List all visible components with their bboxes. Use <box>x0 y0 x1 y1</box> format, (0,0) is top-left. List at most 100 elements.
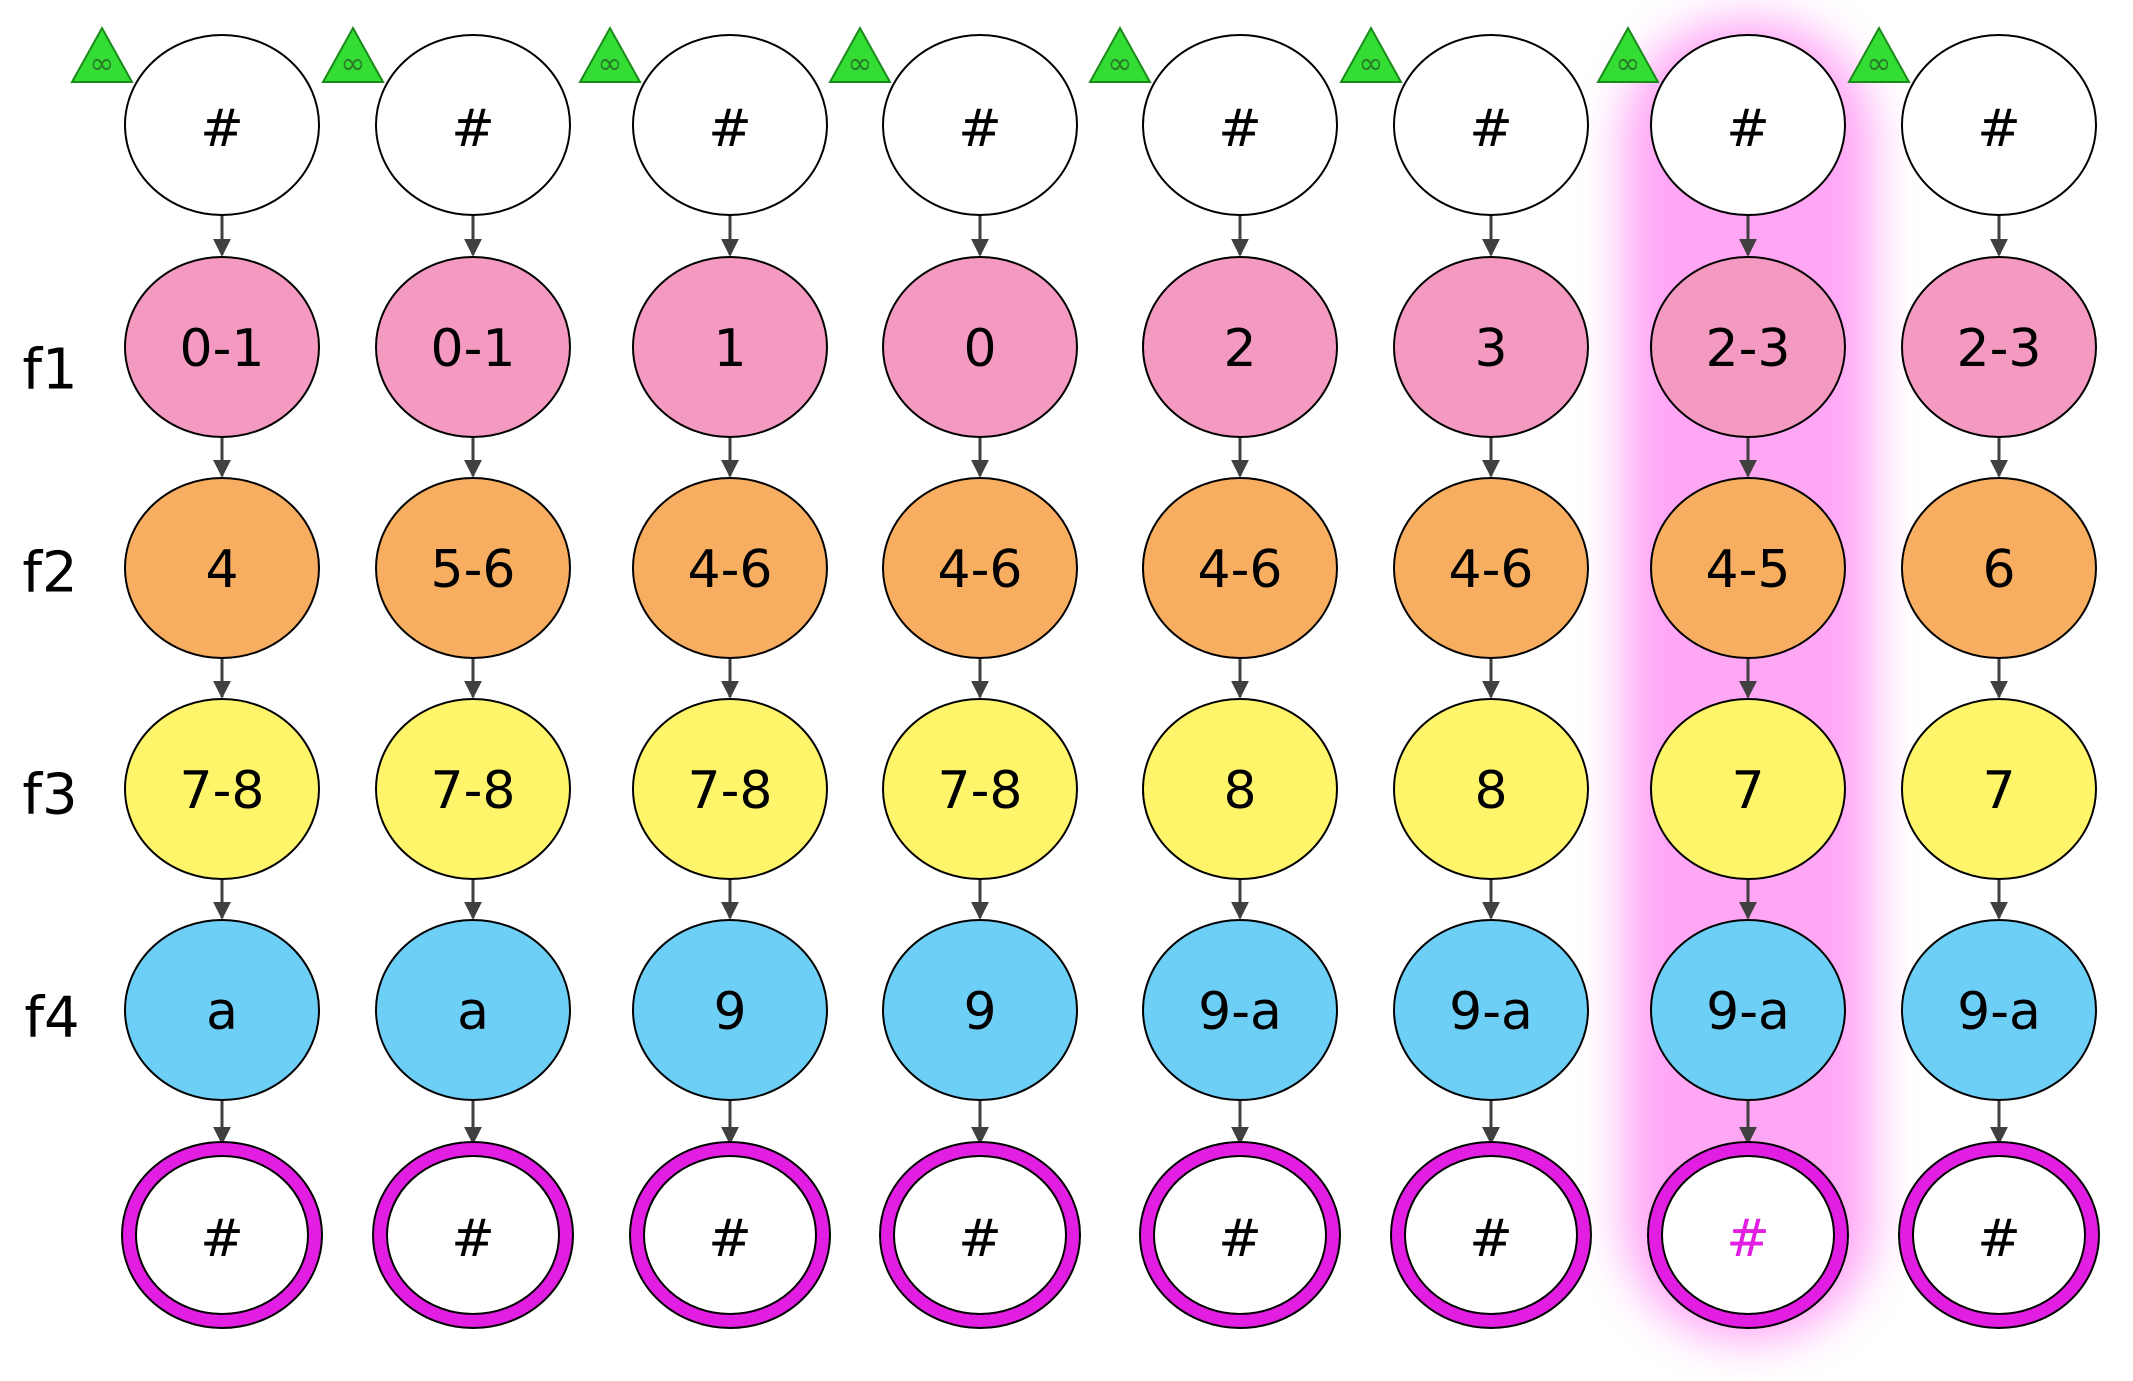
column-1: #∞0-147-8a# <box>70 25 323 1329</box>
end-node-ring <box>122 1142 322 1328</box>
start-node <box>1393 34 1589 216</box>
end-node-outer-outline <box>1139 1141 1341 1329</box>
end-node-label: # <box>1977 1209 2021 1269</box>
node-f1 <box>1901 256 2097 438</box>
column-5: #∞24-689-a# <box>1088 25 1341 1329</box>
start-node-label: # <box>1726 99 1770 159</box>
end-node-label: # <box>708 1209 752 1269</box>
column-3: #∞14-67-89# <box>578 25 831 1329</box>
start-node-label: # <box>958 99 1002 159</box>
node-f3-label: 7-8 <box>431 761 516 821</box>
infinity-marker-icon <box>578 25 642 83</box>
end-node-inner-outline <box>1153 1155 1327 1315</box>
node-f2-label: 4 <box>205 540 238 600</box>
end-node-label: # <box>1218 1209 1262 1269</box>
infinity-marker-icon <box>1596 25 1660 83</box>
node-f1-label: 2-3 <box>1957 319 2042 379</box>
node-f3-label: 7-8 <box>180 761 265 821</box>
end-node-label: # <box>1726 1209 1770 1269</box>
node-f1-label: 2-3 <box>1706 319 1791 379</box>
end-node-inner-outline <box>1404 1155 1578 1315</box>
node-f4 <box>1650 919 1846 1101</box>
infinity-marker-label: ∞ <box>1867 47 1892 82</box>
node-f4-label: a <box>457 982 489 1042</box>
node-f1 <box>124 256 320 438</box>
node-f2 <box>882 477 1078 659</box>
start-node-label: # <box>1469 99 1513 159</box>
node-f3 <box>1650 698 1846 880</box>
end-node-ring <box>1391 1142 1591 1328</box>
node-f3-label: 8 <box>1223 761 1256 821</box>
node-f1-label: 0-1 <box>431 319 516 379</box>
node-f3 <box>1142 698 1338 880</box>
end-node-ring <box>630 1142 830 1328</box>
start-node <box>1142 34 1338 216</box>
node-f2-label: 4-6 <box>1449 540 1534 600</box>
node-f3 <box>1393 698 1589 880</box>
node-f1 <box>1650 256 1846 438</box>
node-f3 <box>632 698 828 880</box>
start-node <box>632 34 828 216</box>
node-f2-label: 6 <box>1982 540 2015 600</box>
infinity-marker-icon <box>828 25 892 83</box>
infinity-marker-icon <box>1339 25 1403 83</box>
node-f2-label: 4-6 <box>938 540 1023 600</box>
infinity-marker-label: ∞ <box>341 47 366 82</box>
node-f4-label: 9 <box>963 982 996 1042</box>
end-node-label: # <box>958 1209 1002 1269</box>
node-f3-label: 7-8 <box>688 761 773 821</box>
node-f2 <box>1142 477 1338 659</box>
node-f2 <box>124 477 320 659</box>
node-f1 <box>375 256 571 438</box>
infinity-marker-label: ∞ <box>1616 47 1641 82</box>
start-node <box>124 34 320 216</box>
node-f4 <box>882 919 1078 1101</box>
columns: #∞0-147-8a##∞0-15-67-8a##∞14-67-89##∞04-… <box>70 25 2100 1329</box>
node-f2 <box>1901 477 2097 659</box>
infinity-marker-icon <box>1847 25 1911 83</box>
node-f3-label: 7 <box>1982 761 2015 821</box>
end-node-outer-outline <box>629 1141 831 1329</box>
node-f1-label: 0-1 <box>180 319 265 379</box>
infinity-marker-label: ∞ <box>1108 47 1133 82</box>
end-node-ring <box>1899 1142 2099 1328</box>
node-f3-label: 7-8 <box>938 761 1023 821</box>
node-f2 <box>1393 477 1589 659</box>
node-f4-label: 9-a <box>1449 982 1533 1042</box>
node-f1 <box>882 256 1078 438</box>
row-label-f4: f4 <box>24 986 79 1051</box>
end-node-label: # <box>451 1209 495 1269</box>
end-node-inner-outline <box>643 1155 817 1315</box>
node-f4 <box>632 919 828 1101</box>
end-node-label: # <box>200 1209 244 1269</box>
node-f1 <box>1142 256 1338 438</box>
row-label-f2: f2 <box>22 541 77 606</box>
infinity-marker-label: ∞ <box>848 47 873 82</box>
infinity-marker-icon <box>70 25 134 83</box>
node-f2-label: 5-6 <box>431 540 516 600</box>
node-f1-label: 2 <box>1223 319 1256 379</box>
infinity-marker-label: ∞ <box>1359 47 1384 82</box>
node-f3 <box>882 698 1078 880</box>
row-label-f3: f3 <box>22 763 77 828</box>
end-node-inner-outline <box>1912 1155 2086 1315</box>
start-node-label: # <box>708 99 752 159</box>
node-f4 <box>1901 919 2097 1101</box>
node-f4 <box>124 919 320 1101</box>
end-node-ring <box>1648 1142 1848 1328</box>
node-f4-label: 9-a <box>1957 982 2041 1042</box>
end-node-outer-outline <box>372 1141 574 1329</box>
end-node-ring <box>373 1142 573 1328</box>
node-f2 <box>1650 477 1846 659</box>
infinity-marker-icon <box>1088 25 1152 83</box>
end-node-ring <box>1140 1142 1340 1328</box>
node-f1-label: 3 <box>1474 319 1507 379</box>
end-node-outer-outline <box>121 1141 323 1329</box>
node-f1 <box>632 256 828 438</box>
end-node-label: # <box>1469 1209 1513 1269</box>
node-f4 <box>1142 919 1338 1101</box>
node-f2 <box>632 477 828 659</box>
column-6: #∞34-689-a# <box>1339 25 1592 1329</box>
